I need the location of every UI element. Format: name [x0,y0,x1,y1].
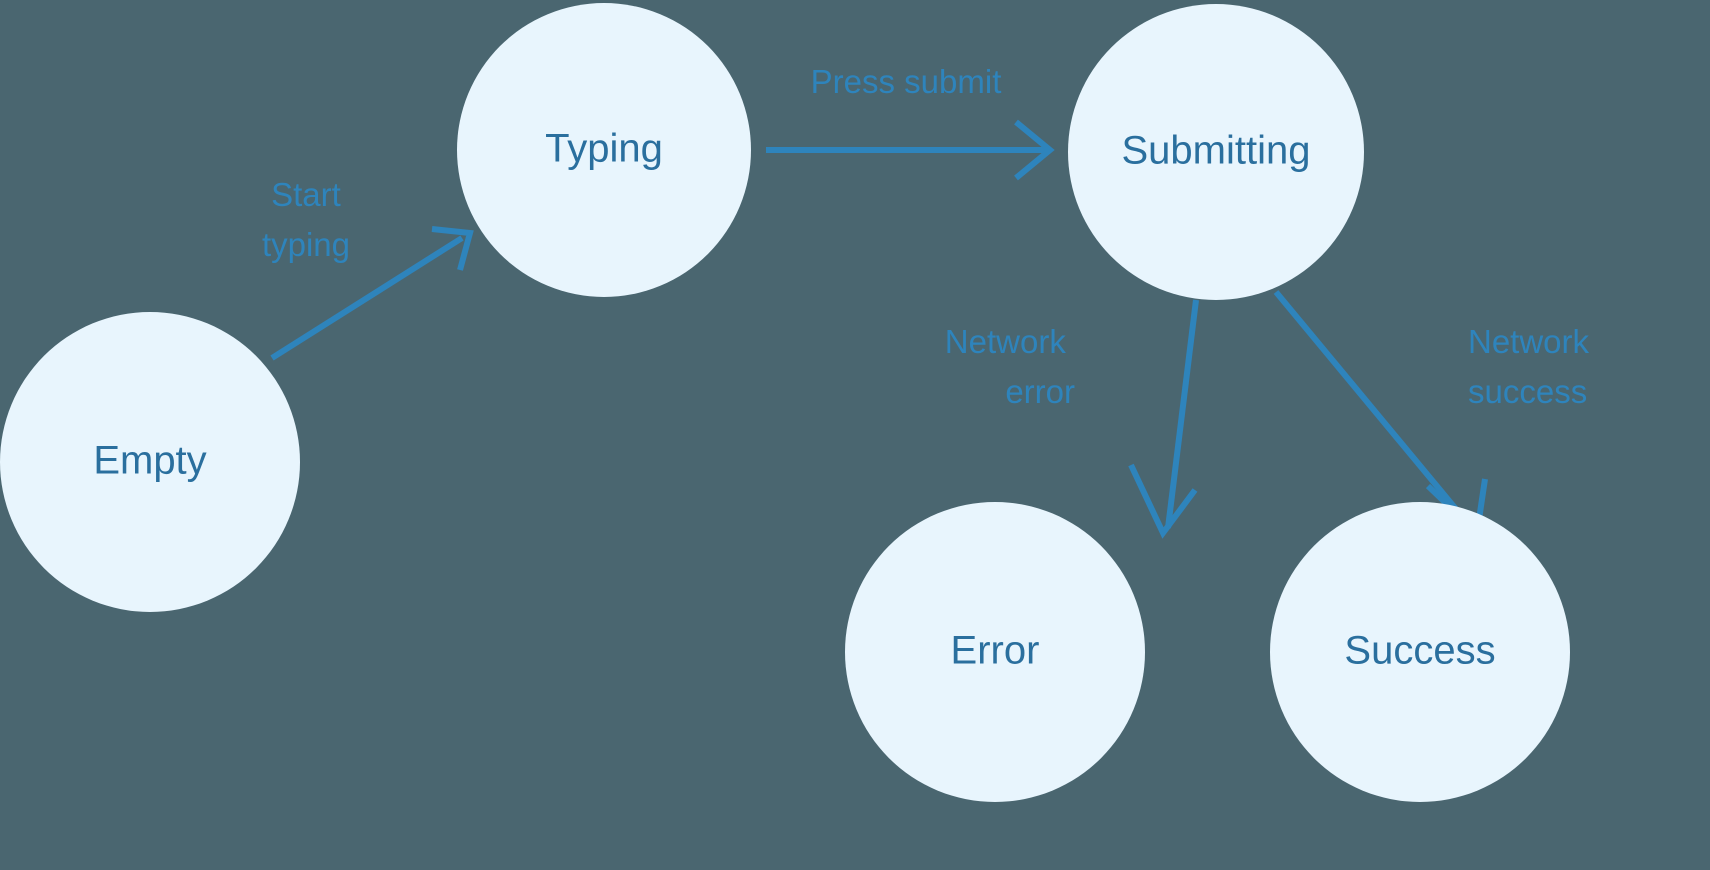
node-success-circle [1270,502,1570,802]
edge-label-line: error [1005,373,1075,410]
edge-label-line: typing [262,226,350,263]
edge-typing-to-submitting[interactable]: Press submit [766,63,1055,181]
edge-submitting-to-error-label: Network error [945,323,1075,410]
node-success-label: Success [1344,629,1495,673]
node-error[interactable]: Error [845,502,1145,802]
edge-empty-to-typing-label: Start typing [262,176,350,263]
node-submitting-circle [1068,4,1364,300]
node-typing[interactable]: Typing [457,3,751,297]
edge-submitting-to-success[interactable]: Network success [1273,290,1598,540]
edge-typing-to-submitting-label: Press submit [811,63,1002,100]
edge-submitting-to-error-arrowhead [1128,463,1198,539]
node-typing-circle [457,3,751,297]
edge-empty-to-typing[interactable]: Start typing [262,176,474,361]
edge-submitting-to-error[interactable]: Network error [945,299,1199,539]
edge-submitting-to-success-line [1273,290,1473,528]
node-empty-label: Empty [93,439,206,483]
edge-empty-to-typing-arrowhead [431,226,474,271]
node-submitting[interactable]: Submitting [1068,4,1364,300]
edge-typing-to-submitting-arrowhead [1014,119,1055,181]
node-error-circle [845,502,1145,802]
node-empty-circle [0,312,300,612]
edge-empty-to-typing-line [270,235,464,361]
edge-label-line: Start [271,176,341,213]
node-empty[interactable]: Empty [0,312,300,612]
edge-label-line: Network [1468,323,1590,360]
edge-submitting-to-error-line [1165,299,1199,529]
edge-label-line: Press submit [811,63,1002,100]
edge-label-line: Network [945,323,1067,360]
node-success[interactable]: Success [1270,502,1570,802]
node-error-label: Error [951,629,1040,673]
edge-submitting-to-success-label: Network success [1468,323,1598,410]
node-submitting-label: Submitting [1122,129,1311,173]
edge-label-line: success [1468,373,1587,410]
node-typing-label: Typing [545,127,663,171]
